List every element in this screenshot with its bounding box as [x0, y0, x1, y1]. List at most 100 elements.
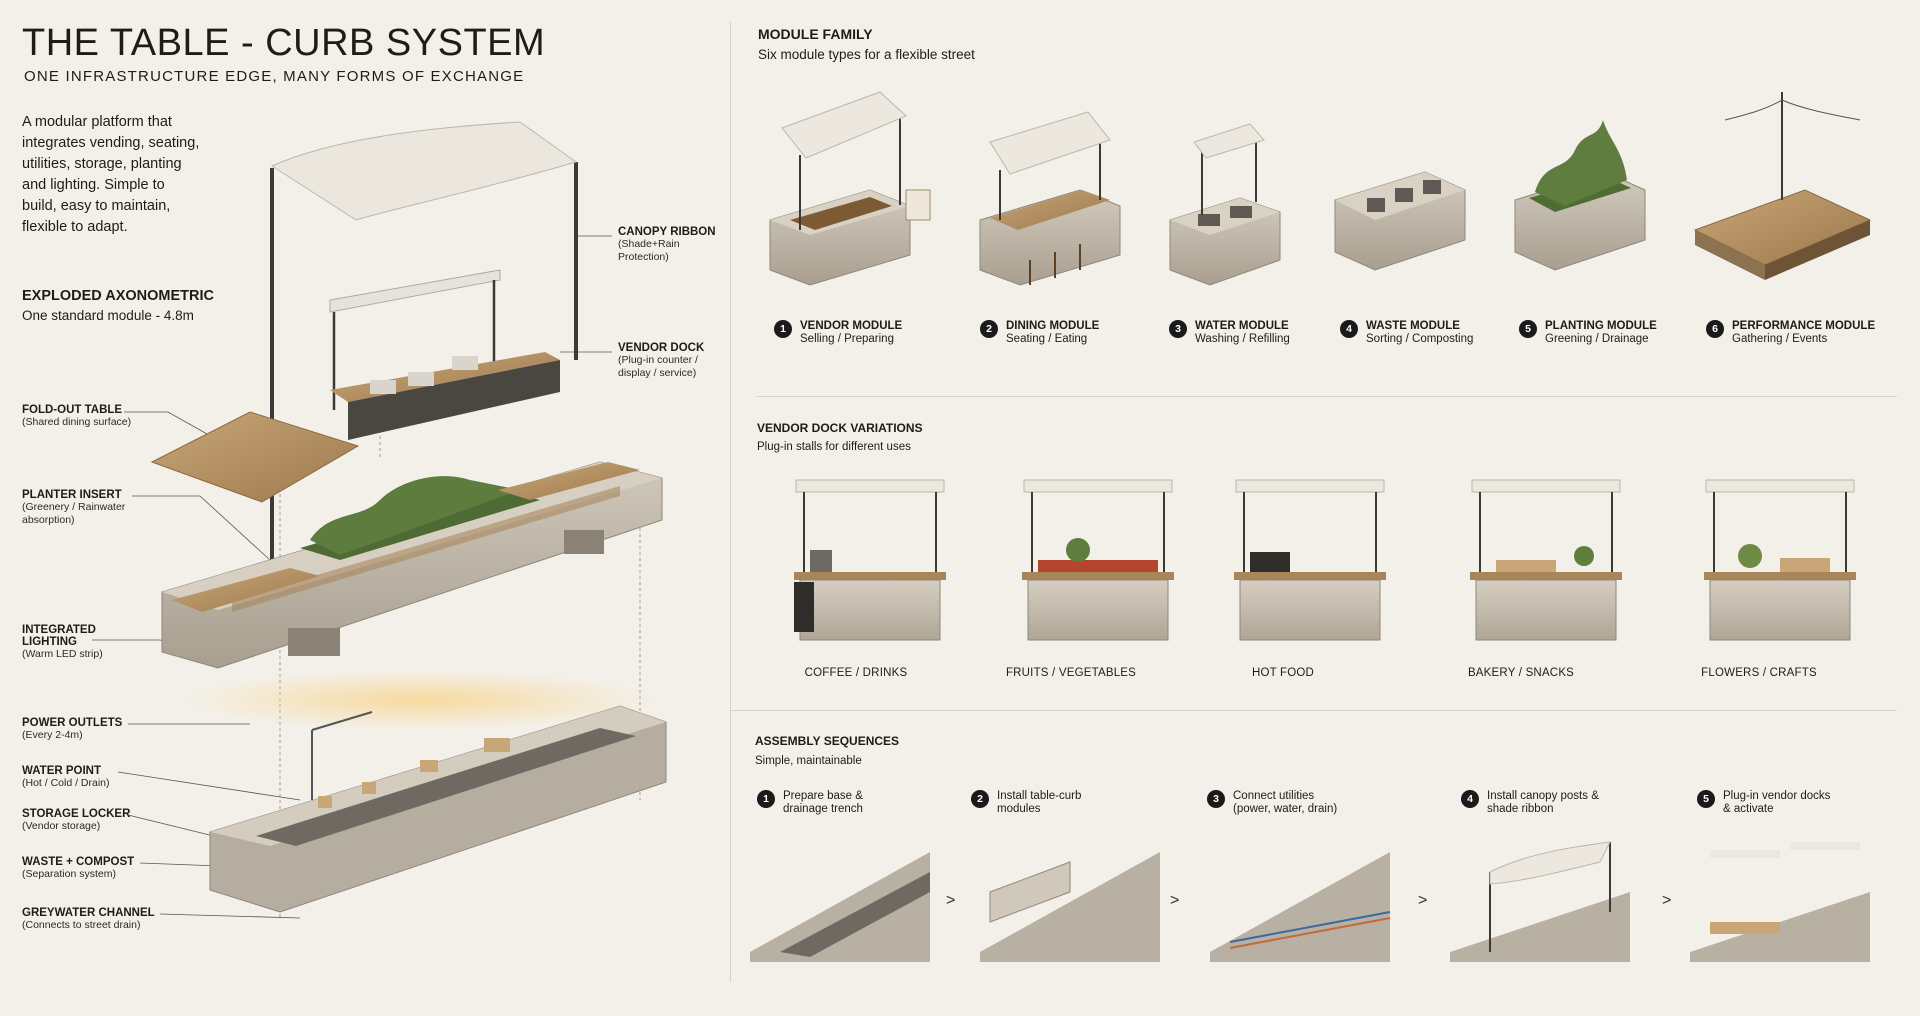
callout-heading: STORAGE LOCKER	[22, 808, 131, 820]
section-divider	[757, 396, 1897, 397]
callout-desc: (Shared dining surface)	[22, 416, 132, 428]
exploded-heading: EXPLODED AXONOMETRIC	[22, 288, 215, 304]
intro-line: integrates vending, seating,	[22, 135, 200, 151]
stall-label: FRUITS / VEGETABLES	[1005, 667, 1137, 679]
water-module-drawing	[1169, 123, 1281, 286]
section-divider	[730, 710, 1897, 711]
intro-line: flexible to adapt.	[22, 219, 128, 235]
stall-fruits-vegetables	[1022, 479, 1174, 641]
module-family-illustrations	[769, 91, 1872, 286]
module-desc: Selling / Preparing	[800, 333, 894, 345]
module-title: WASTE MODULE	[1366, 320, 1460, 332]
step-text: drainage trench	[783, 803, 863, 815]
step-number-badge: 2	[980, 320, 998, 338]
callout-planter-insert: PLANTER INSERT (Greenery / Rainwater abs…	[22, 489, 125, 527]
module-family-subheading: Six module types for a flexible street	[758, 47, 975, 62]
intro-line: utilities, storage, planting	[22, 156, 182, 172]
callout-desc: absorption)	[22, 514, 75, 526]
callout-fold-out-table: FOLD-OUT TABLE (Shared dining surface)	[22, 404, 131, 429]
module-title: VENDOR MODULE	[800, 320, 903, 332]
page-title: THE TABLE - CURB SYSTEM	[22, 22, 546, 64]
step-arrow: >	[1170, 892, 1180, 909]
assembly-step-3-drawing	[1210, 852, 1391, 962]
callout-heading: FOLD-OUT TABLE	[22, 404, 123, 416]
callout-power-outlets: POWER OUTLETS (Every 2-4m)	[22, 717, 122, 742]
callout-desc: (Vendor storage)	[22, 820, 101, 832]
assembly-step-2-drawing	[980, 852, 1160, 962]
step-arrow: >	[1418, 892, 1428, 909]
exploded-axonometric-drawing	[92, 121, 667, 920]
module-desc: Washing / Refilling	[1195, 333, 1290, 345]
assembly-step-4-drawing	[1450, 841, 1630, 962]
stall-label: COFFEE / DRINKS	[804, 667, 908, 679]
step-number-badge: 2	[971, 790, 989, 808]
assembly-subheading: Simple, maintainable	[755, 755, 862, 767]
assembly-heading: ASSEMBLY SEQUENCES	[755, 734, 900, 748]
callout-heading: POWER OUTLETS	[22, 717, 123, 729]
step-text: Install canopy posts &	[1487, 790, 1599, 802]
module-desc: Greening / Drainage	[1545, 333, 1649, 345]
step-text: (power, water, drain)	[1233, 803, 1338, 815]
module-title: PERFORMANCE MODULE	[1732, 320, 1876, 332]
callout-heading: CANOPY RIBBON	[618, 226, 716, 238]
module-family-heading: MODULE FAMILY	[758, 26, 873, 42]
callout-desc: (Connects to street drain)	[22, 919, 141, 931]
step-number-badge: 1	[757, 790, 775, 808]
planting-module-drawing	[1514, 120, 1646, 271]
vendor-module-drawing	[769, 91, 931, 286]
stall-label: HOT FOOD	[1251, 667, 1315, 679]
callout-heading: WATER POINT	[22, 765, 102, 777]
callout-leader-lines	[92, 235, 612, 919]
step-number-badge: 6	[1706, 320, 1724, 338]
exploded-subheading: One standard module - 4.8m	[22, 308, 194, 323]
module-title: DINING MODULE	[1006, 320, 1100, 332]
callout-desc: (Every 2-4m)	[22, 729, 83, 741]
callout-desc: Protection)	[618, 251, 669, 263]
callout-storage-locker: STORAGE LOCKER (Vendor storage)	[22, 808, 130, 833]
callout-heading: INTEGRATED	[22, 624, 96, 636]
base-channel-drawing	[209, 705, 667, 913]
callout-desc: (Greenery / Rainwater	[22, 501, 126, 513]
step-text: Plug-in vendor docks	[1723, 790, 1831, 802]
assembly-illustrations	[750, 841, 1870, 962]
stall-coffee-drinks	[794, 479, 946, 641]
callout-vendor-dock: VENDOR DOCK (Plug-in counter / display /…	[618, 342, 704, 380]
vendor-dock-heading: VENDOR DOCK VARIATIONS	[757, 421, 923, 435]
step-arrow: >	[946, 892, 956, 909]
callout-heading: PLANTER INSERT	[22, 489, 122, 501]
callout-greywater-channel: GREYWATER CHANNEL (Connects to street dr…	[22, 907, 155, 932]
module-title: WATER MODULE	[1195, 320, 1289, 332]
callout-canopy-ribbon: CANOPY RIBBON (Shade+Rain Protection)	[618, 226, 716, 264]
assembly-step-1-drawing	[750, 852, 930, 962]
module-desc: Sorting / Composting	[1366, 333, 1474, 345]
step-number-badge: 5	[1697, 790, 1715, 808]
column-divider	[730, 22, 731, 982]
waste-module-drawing	[1334, 171, 1466, 271]
callout-integrated-lighting: INTEGRATED LIGHTING (Warm LED strip)	[22, 624, 103, 661]
callout-desc: (Plug-in counter /	[618, 354, 698, 366]
performance-module-drawing	[1693, 92, 1872, 280]
stall-flowers-crafts	[1704, 479, 1856, 641]
callout-water-point: WATER POINT (Hot / Cold / Drain)	[22, 765, 110, 790]
vendor-dock-illustrations	[794, 479, 1856, 641]
table-curb-module-drawing	[161, 461, 663, 730]
canopy-ribbon	[270, 121, 578, 590]
step-number-badge: 1	[774, 320, 792, 338]
dining-module-drawing	[979, 111, 1121, 286]
page-subtitle: ONE INFRASTRUCTURE EDGE, MANY FORMS OF E…	[24, 68, 525, 85]
step-number-badge: 4	[1461, 790, 1479, 808]
module-desc: Gathering / Events	[1732, 333, 1828, 345]
callout-desc: (Hot / Cold / Drain)	[22, 777, 110, 789]
step-number-badge: 3	[1207, 790, 1225, 808]
callout-desc: (Separation system)	[22, 868, 116, 880]
